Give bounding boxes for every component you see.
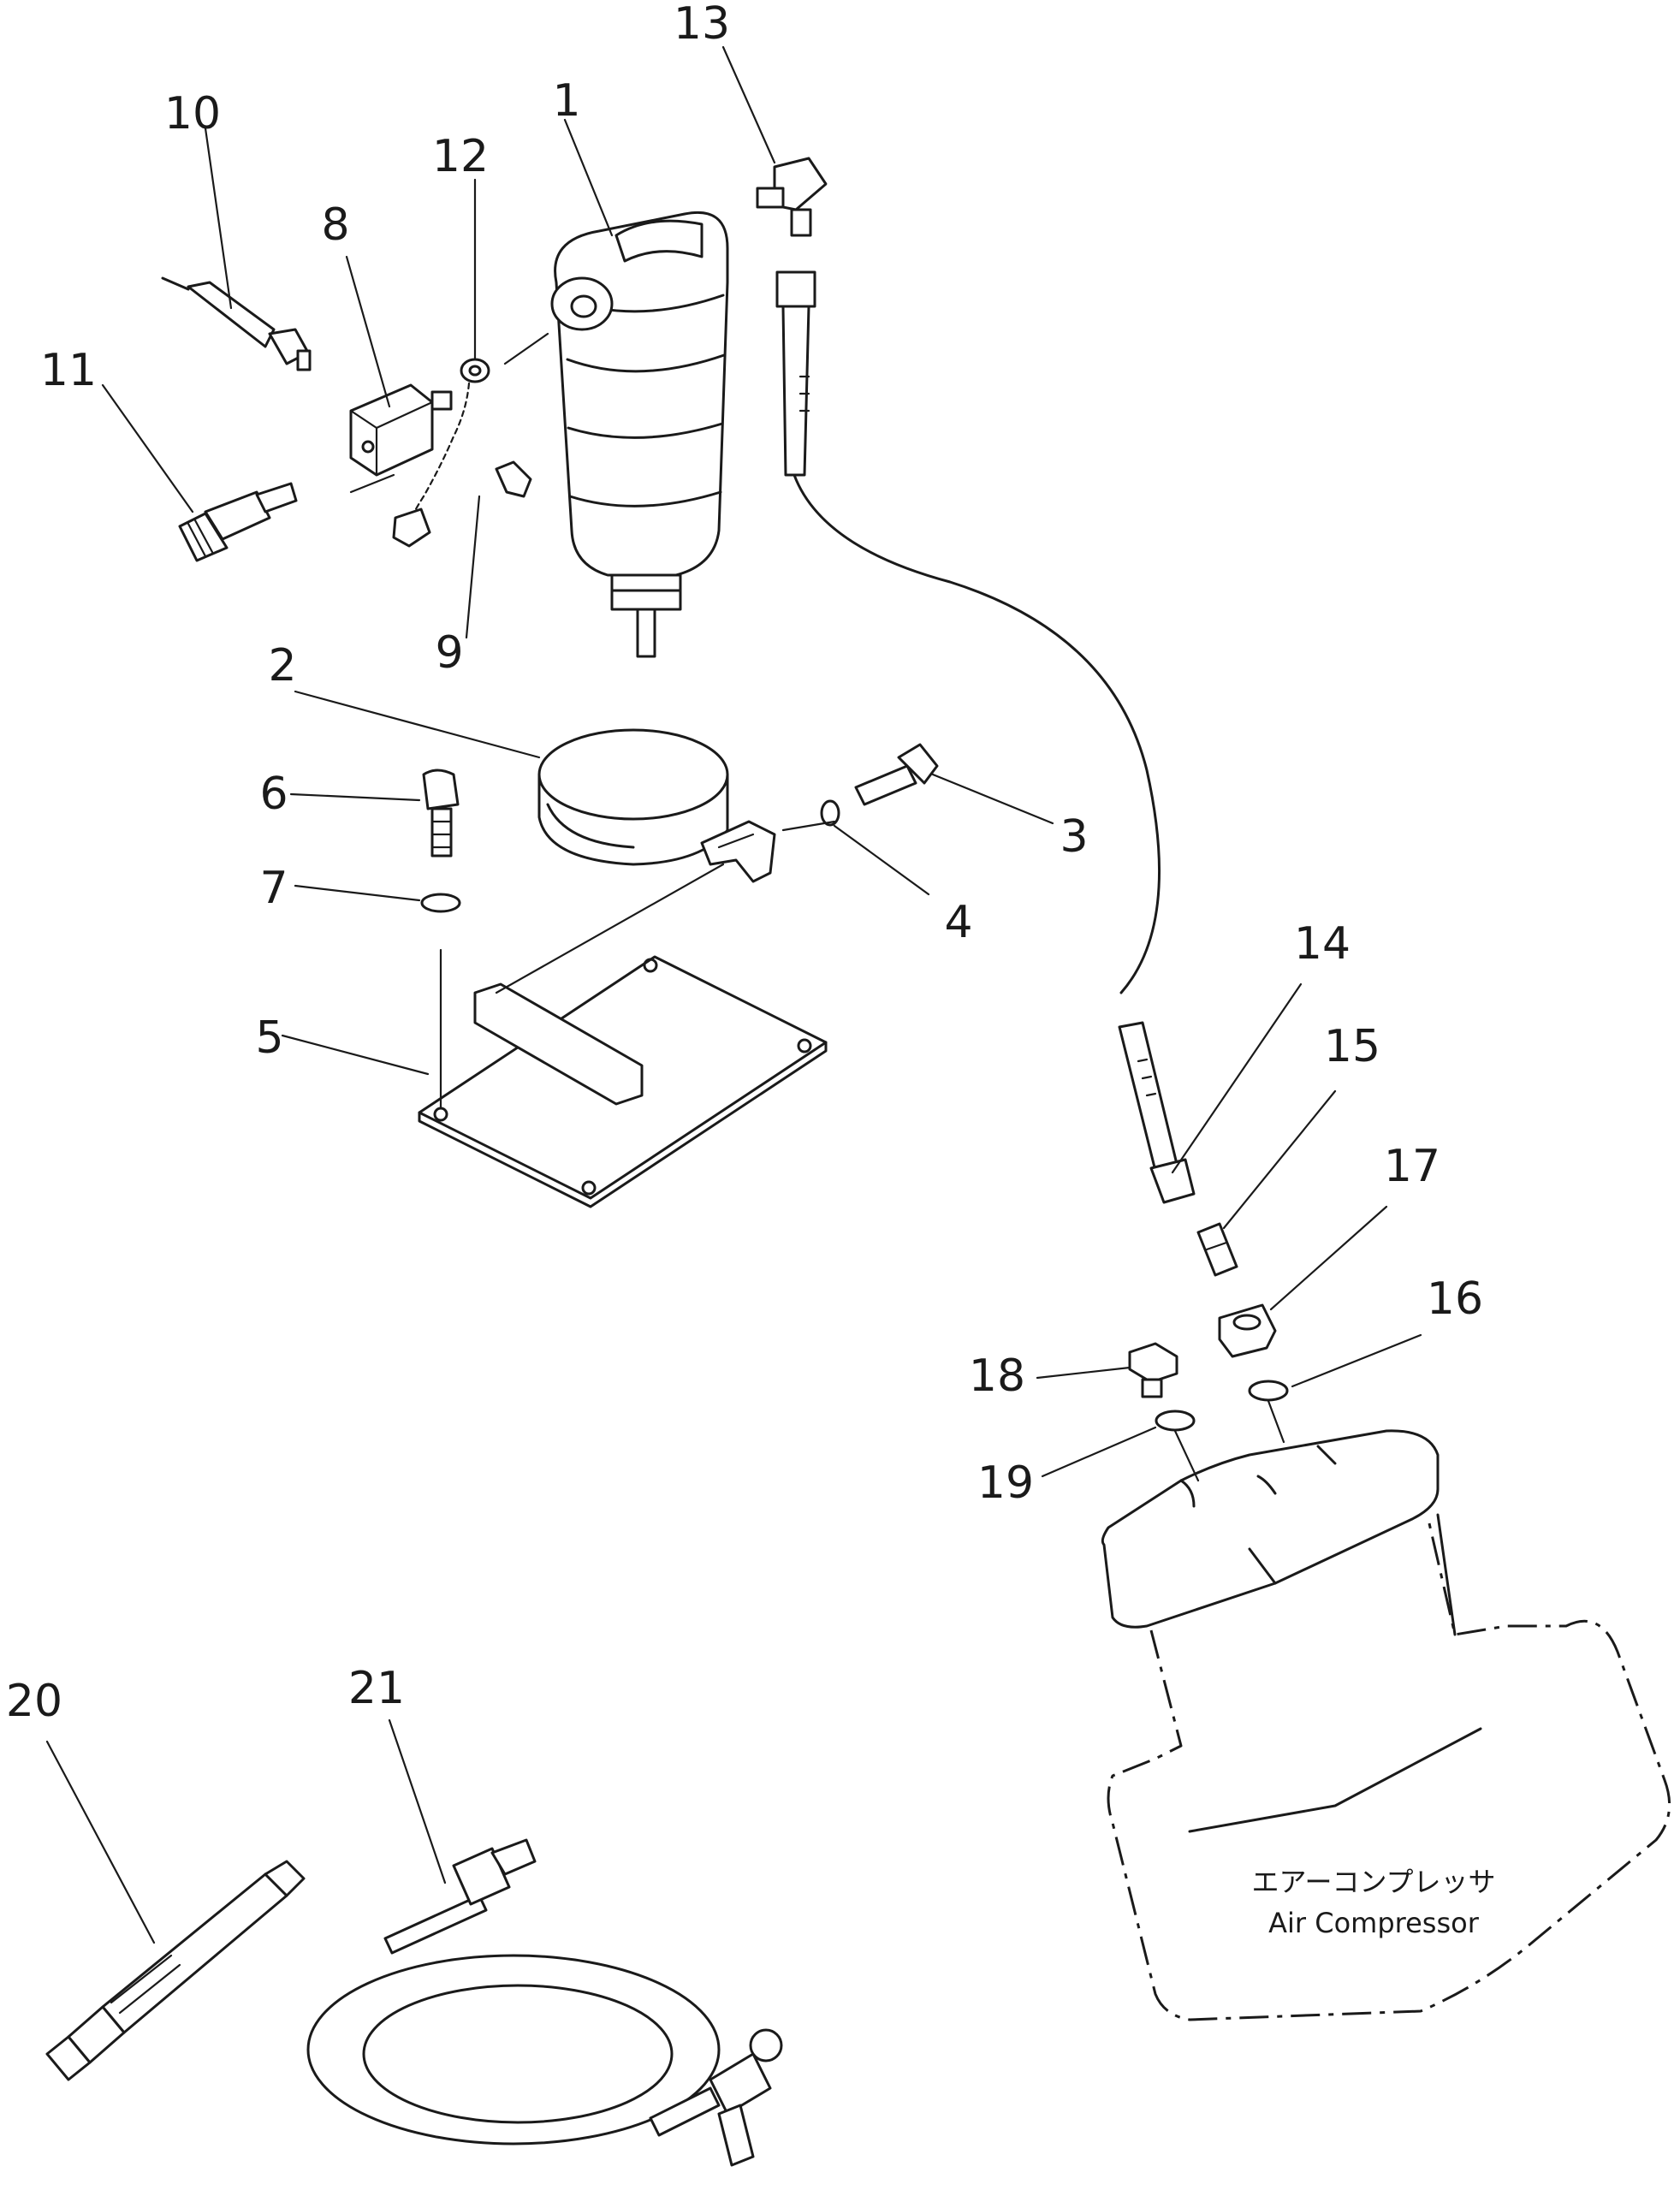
callout-5: 5 xyxy=(255,1012,283,1064)
callout-20: 20 xyxy=(6,1676,62,1727)
part-1-separator xyxy=(550,211,729,658)
air-compressor xyxy=(1101,1429,1671,2021)
part-4-washer xyxy=(820,799,840,827)
leader-lines xyxy=(45,45,1422,1944)
callout-17: 17 xyxy=(1384,1141,1440,1192)
part-21-hose-kit xyxy=(306,1838,783,2167)
callouts: 1 2 3 4 5 6 7 8 9 10 11 12 13 14 15 16 1… xyxy=(6,0,1483,1727)
part-7-washer xyxy=(420,893,461,913)
part-13-elbow xyxy=(756,157,828,237)
part-10-fitting xyxy=(161,276,312,371)
part-2-clamp xyxy=(537,728,776,883)
callout-15: 15 xyxy=(1324,1021,1380,1072)
callout-6: 6 xyxy=(259,769,288,820)
part-17-nut xyxy=(1218,1303,1277,1358)
callout-7: 7 xyxy=(259,863,288,914)
callout-19: 19 xyxy=(977,1457,1034,1509)
part-12-chain xyxy=(392,358,490,548)
part-6-bolt xyxy=(422,769,460,858)
callout-18: 18 xyxy=(969,1350,1025,1402)
callout-21: 21 xyxy=(348,1663,405,1714)
part-18-plug xyxy=(1128,1342,1178,1398)
callout-3: 3 xyxy=(1060,811,1088,863)
part-16-oring xyxy=(1248,1380,1289,1402)
callout-9: 9 xyxy=(435,627,463,679)
callout-8: 8 xyxy=(321,199,349,251)
callout-13: 13 xyxy=(674,0,730,50)
part-8-block xyxy=(349,383,453,477)
part-11-fitting xyxy=(178,482,298,562)
callout-1: 1 xyxy=(552,75,580,127)
part-3-bolt xyxy=(854,743,939,806)
part-19-oring xyxy=(1155,1410,1196,1432)
callout-4: 4 xyxy=(944,897,972,948)
callout-12: 12 xyxy=(432,131,489,182)
callout-10: 10 xyxy=(164,88,221,139)
compressor-label-jp: エアーコンプレッサ xyxy=(1251,1866,1495,1898)
callout-14: 14 xyxy=(1294,918,1351,970)
compressor-label-en: Air Compressor xyxy=(1268,1907,1480,1939)
hose-assembly xyxy=(775,270,1196,1204)
part-20-gauge xyxy=(45,1860,306,2081)
callout-11: 11 xyxy=(40,345,97,396)
callout-16: 16 xyxy=(1427,1273,1483,1325)
part-5-plate xyxy=(418,955,828,1208)
part-9-plug xyxy=(495,460,532,498)
part-15-nipple xyxy=(1196,1222,1238,1277)
callout-2: 2 xyxy=(268,640,296,691)
